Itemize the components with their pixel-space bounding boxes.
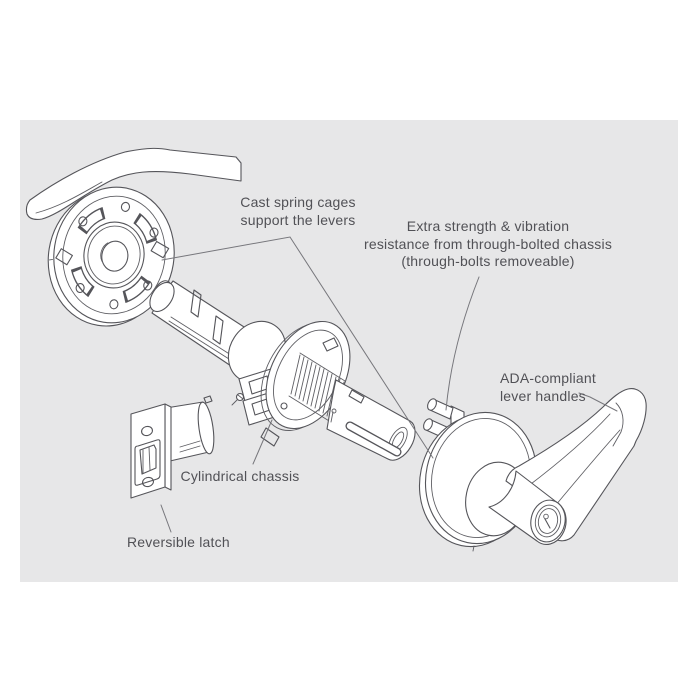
faceplate-cutout xyxy=(134,439,161,486)
key-cylinder-ring-outer xyxy=(534,504,562,538)
rose-hub-ring xyxy=(87,225,141,285)
tube-slot-2 xyxy=(212,315,224,345)
callout-through-bolts-line3: (through-bolts removeable) xyxy=(401,253,575,269)
interior-lever-handle-drawing xyxy=(25,147,242,220)
leader-ada xyxy=(578,392,618,412)
spindle-hole-detail xyxy=(100,242,109,262)
interior-rose-plate-drawing xyxy=(47,186,175,327)
rose-screw-holes xyxy=(75,201,159,310)
lever-hook-crease xyxy=(612,402,624,447)
latch-body-cap xyxy=(197,401,215,455)
latch-body-slots xyxy=(179,440,201,453)
latch-bolt-bevel xyxy=(142,446,151,474)
keyway-slot xyxy=(544,518,551,529)
cylindrical-chassis-drawing xyxy=(149,280,416,461)
leader-spring-cages xyxy=(161,236,434,459)
callout-spring-cages-line1: Cast spring cages xyxy=(240,194,356,210)
callout-cylindrical-chassis-text: Cylindrical chassis xyxy=(180,468,300,484)
callout-through-bolts-line2: resistance from through-bolted chassis xyxy=(363,235,613,252)
tube-seam-lines xyxy=(168,316,232,360)
small-screw-detail xyxy=(231,394,244,406)
callout-spring-cages: Cast spring cages support the levers xyxy=(228,194,368,229)
callout-spring-cages-line2: support the levers xyxy=(240,211,356,228)
latch-bolt xyxy=(139,444,157,475)
sleeve-slot xyxy=(346,422,401,456)
sleeve-pin xyxy=(330,411,334,423)
callout-ada-levers: ADA-compliant lever handles xyxy=(500,370,650,405)
rose-tab-left xyxy=(55,248,73,266)
faceplate-screw-hole-top xyxy=(141,425,153,437)
lever-grip-edge-line xyxy=(35,181,103,214)
leader-lines xyxy=(160,236,618,533)
rose-tab-right xyxy=(150,240,170,259)
lever-tip-edge-line xyxy=(235,156,242,164)
sleeve-pin-head xyxy=(331,408,337,414)
exterior-lever-and-rose-drawing xyxy=(418,388,647,552)
callout-through-bolts: Extra strength & vibration resistance fr… xyxy=(353,218,623,271)
retractor-tube-cap xyxy=(149,281,175,313)
callout-ada-line2: lever handles xyxy=(500,387,586,404)
callout-through-bolts-line1: Extra strength & vibration xyxy=(406,218,570,234)
collar-screw-hole xyxy=(280,402,288,410)
interior-lever-and-rose-drawing xyxy=(25,147,242,327)
callout-ada-line1: ADA-compliant xyxy=(500,370,596,386)
spindle-hole xyxy=(101,240,129,272)
tube-slot-1 xyxy=(190,289,202,318)
collar-top-notch xyxy=(322,337,339,352)
leader-cylindrical-chassis xyxy=(252,419,273,465)
keyway-pin xyxy=(543,513,549,520)
callout-cylindrical-chassis: Cylindrical chassis xyxy=(160,468,320,486)
latch-body-nub xyxy=(203,395,213,404)
callout-reversible-latch-text: Reversible latch xyxy=(127,534,230,550)
leader-reversible-latch xyxy=(160,504,172,533)
faceplate xyxy=(130,403,166,499)
sleeve-window xyxy=(348,389,365,404)
reversible-latch-drawing xyxy=(130,392,245,499)
callout-reversible-latch: Reversible latch xyxy=(127,534,287,552)
lever-bevel-upper xyxy=(526,413,611,488)
spring-cage-slots xyxy=(70,206,158,304)
key-cylinder-ring-inner xyxy=(537,508,559,534)
rose-face-ring xyxy=(62,195,166,315)
leader-through-bolts xyxy=(445,276,480,411)
rose-bottom-tick xyxy=(472,545,475,552)
rose-edge-tick xyxy=(48,258,53,261)
collar-bottom-tab xyxy=(260,427,280,447)
